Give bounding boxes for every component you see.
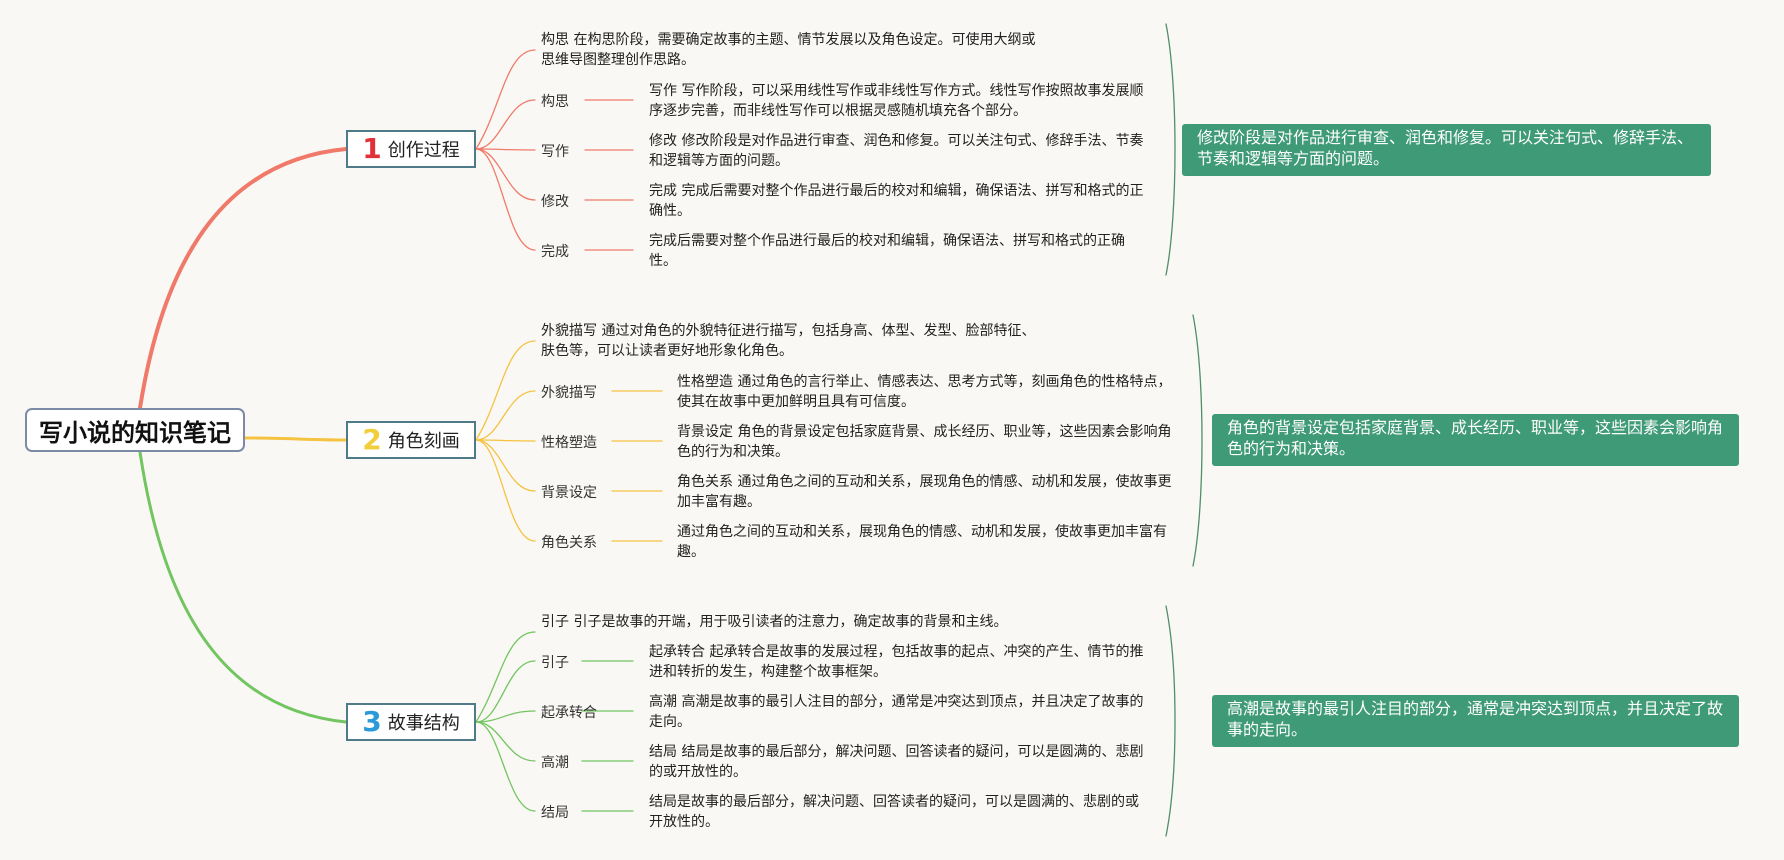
branch-title: 故事结构 <box>387 713 460 734</box>
branch-intro-text: 外貌描写 通过对角色的外貌特征进行描写，包括身高、体型、发型、脸部特征、肤色等，… <box>541 323 1036 359</box>
root-connector <box>138 147 348 410</box>
branch-intro-text: 构思 在构思阶段，需要确定故事的主题、情节发展以及角色设定。可使用大纲或思维导图… <box>541 32 1036 68</box>
summary-note[interactable]: 角色的背景设定包括家庭背景、成长经历、职业等，这些因素会影响角色的行为和决策。 <box>1212 414 1739 466</box>
root-connector <box>138 450 348 724</box>
sub-topic-text: 高潮 高潮是故事的最引人注目的部分，通常是冲突达到顶点，并且决定了故事的走向。 <box>649 694 1144 730</box>
sub-connector <box>475 721 536 812</box>
sub-topic-text: 写作 写作阶段，可以采用线性写作或非线性写作方式。线性写作按照故事发展顺序逐步完… <box>649 83 1144 119</box>
sub-topic-label[interactable]: 性格塑造 <box>541 435 597 451</box>
sub-connector <box>475 148 536 151</box>
sub-connector <box>475 148 536 201</box>
sub-topic-label[interactable]: 构思 <box>541 94 569 110</box>
branch-creation-process[interactable]: 1 创作过程 <box>346 130 476 168</box>
branch-number: 1 <box>362 132 382 165</box>
sub-topic-label[interactable]: 外貌描写 <box>541 385 597 401</box>
sub-topic-label[interactable]: 写作 <box>541 144 569 160</box>
sub-topic-text: 角色关系 通过角色之间的互动和关系，展现角色的情感、动机和发展，使故事更加丰富有… <box>677 474 1172 510</box>
sub-topic-label[interactable]: 起承转合 <box>541 705 597 721</box>
sub-topic-label[interactable]: 结局 <box>541 805 569 821</box>
branch-intro-text: 引子 引子是故事的开端，用于吸引读者的注意力，确定故事的背景和主线。 <box>541 614 1008 630</box>
branch-story-structure[interactable]: 3 故事结构 <box>346 703 476 741</box>
root-topic[interactable]: 写小说的知识笔记 <box>25 408 245 452</box>
sub-connector <box>475 49 536 150</box>
sub-topic-text: 起承转合 起承转合是故事的发展过程，包括故事的起点、冲突的产生、情节的推进和转折… <box>649 644 1144 680</box>
sub-topic-text: 完成 完成后需要对整个作品进行最后的校对和编辑，确保语法、拼写和格式的正确性。 <box>649 183 1144 219</box>
sub-connector <box>475 631 536 723</box>
sub-topic-text: 结局是故事的最后部分，解决问题、回答读者的疑问，可以是圆满的、悲剧的或开放性的。 <box>649 794 1139 830</box>
sub-topic-label[interactable]: 高潮 <box>541 755 569 771</box>
sub-connector <box>475 340 536 441</box>
sub-connector <box>475 710 536 723</box>
sub-connector <box>475 390 536 441</box>
sub-topic-label[interactable]: 角色关系 <box>541 535 597 551</box>
branch-character-portrayal[interactable]: 2 角色刻画 <box>346 421 476 459</box>
sub-topic-text: 结局 结局是故事的最后部分，解决问题、回答读者的疑问，可以是圆满的、悲剧的或开放… <box>649 744 1144 780</box>
root-title: 写小说的知识笔记 <box>39 418 231 447</box>
branch-title: 角色刻画 <box>387 431 460 452</box>
sub-topic-text: 性格塑造 通过角色的言行举止、情感表达、思考方式等，刻画角色的性格特点，使其在故… <box>677 374 1172 410</box>
sub-connector <box>475 99 536 150</box>
summary-note[interactable]: 修改阶段是对作品进行审查、润色和修复。可以关注句式、修辞手法、节奏和逻辑等方面的… <box>1182 124 1711 176</box>
sub-connector <box>475 439 536 542</box>
sub-topic-label[interactable]: 完成 <box>541 244 569 260</box>
sub-topic-text: 修改 修改阶段是对作品进行审查、润色和修复。可以关注句式、修辞手法、节奏和逻辑等… <box>649 133 1144 169</box>
branch-title: 创作过程 <box>387 140 460 161</box>
summary-bracket <box>1165 605 1176 837</box>
sub-connector <box>475 148 536 251</box>
branch-number: 2 <box>362 423 382 456</box>
summary-bracket <box>1192 314 1203 567</box>
sub-topic-text: 背景设定 角色的背景设定包括家庭背景、成长经历、职业等，这些因素会影响角色的行为… <box>677 424 1172 460</box>
sub-topic-label[interactable]: 修改 <box>541 194 569 210</box>
sub-connector <box>475 439 536 492</box>
summary-note[interactable]: 高潮是故事的最引人注目的部分，通常是冲突达到顶点，并且决定了故事的走向。 <box>1212 695 1739 747</box>
sub-topic-text: 完成后需要对整个作品进行最后的校对和编辑，确保语法、拼写和格式的正确性。 <box>649 233 1125 269</box>
summary-bracket <box>1165 23 1176 276</box>
root-connector <box>243 436 348 442</box>
sub-connector <box>475 721 536 762</box>
sub-connector <box>475 660 536 723</box>
branch-number: 3 <box>362 705 382 738</box>
sub-connector <box>475 439 536 442</box>
sub-topic-label[interactable]: 引子 <box>541 655 569 671</box>
sub-topic-label[interactable]: 背景设定 <box>541 485 597 501</box>
sub-topic-text: 通过角色之间的互动和关系，展现角色的情感、动机和发展，使故事更加丰富有趣。 <box>677 524 1167 560</box>
